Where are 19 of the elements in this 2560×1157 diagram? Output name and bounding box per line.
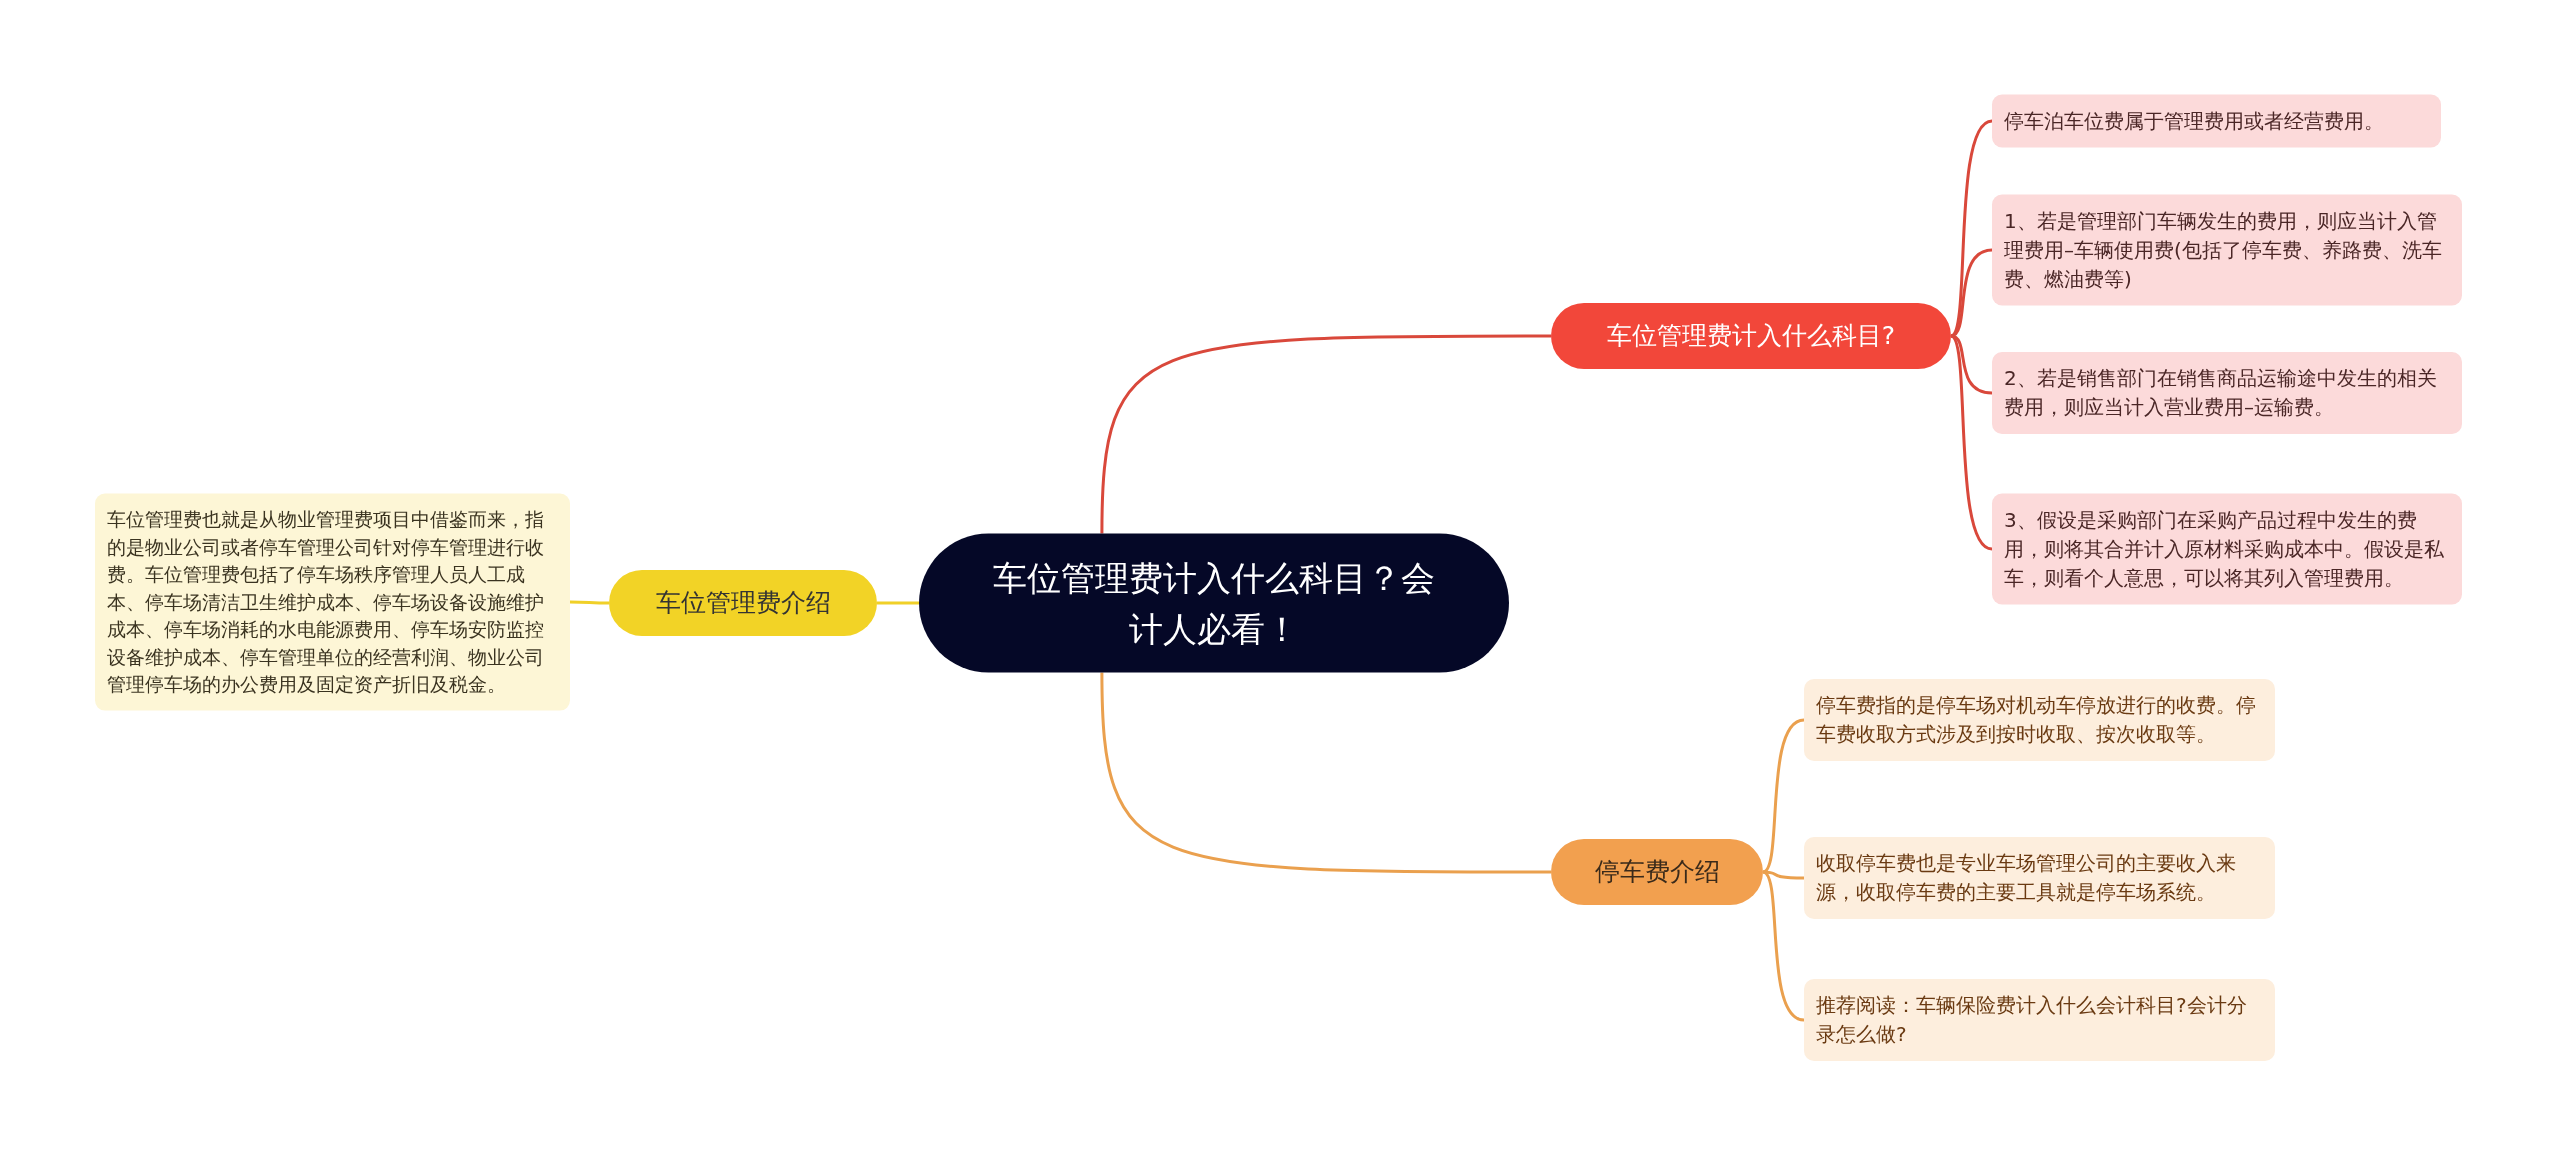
connector-line — [877, 601, 919, 605]
connector-line — [1100, 334, 1551, 534]
note-card: 停车费指的是停车场对机动车停放进行的收费。停车费收取方式涉及到按时收取、按次收取等。 — [1804, 679, 2275, 761]
note-card: 1、若是管理部门车辆发生的费用，则应当计入管理费用–车辆使用费(包括了停车费、养路费、洗车费、燃油费等) — [1992, 194, 2462, 306]
note-card: 推荐阅读：车辆保险费计入什么会计科目?会计分录怎么做? — [1804, 979, 2275, 1061]
note-card: 2、若是销售部门在销售商品运输途中发生的相关费用，则应当计入营业费用–运输费。 — [1992, 352, 2462, 434]
branch-topic: 停车费介绍 — [1551, 839, 1763, 905]
connector-line — [570, 600, 609, 605]
note-card: 收取停车费也是专业车场管理公司的主要收入来源，收取停车费的主要工具就是停车场系统。 — [1804, 837, 2275, 919]
note-card: 停车泊车位费属于管理费用或者经营费用。 — [1992, 94, 2441, 148]
connector-line — [1100, 672, 1551, 874]
central-topic: 车位管理费计入什么科目？会计人必看！ — [919, 533, 1509, 673]
connector-line — [1762, 718, 1805, 874]
note-card: 3、假设是采购部门在采购产品过程中发生的费用，则将其合并计入原材料采购成本中。假设是私车，则看个人意思，可以将其列入管理费用。 — [1992, 493, 2462, 605]
branch-topic: 车位管理费计入什么科目? — [1551, 303, 1951, 369]
connector-line — [1762, 870, 1805, 1022]
note-card: 车位管理费也就是从物业管理费项目中借鉴而来，指的是物业公司或者停车管理公司针对停车管理进行收费。车位管理费包括了停车场秩序管理人员人工成本、停车场清洁卫生维护成本、停车场设备设施维护成本、停车场消耗的水电能源费用、停车场安防监控设备维护成本、停车管理单位的经营利润、物业公司管理停车场的办公费用及固定资产折旧及税金。 — [95, 493, 570, 711]
branch-topic: 车位管理费介绍 — [609, 570, 877, 636]
connector-line — [1949, 334, 1993, 551]
